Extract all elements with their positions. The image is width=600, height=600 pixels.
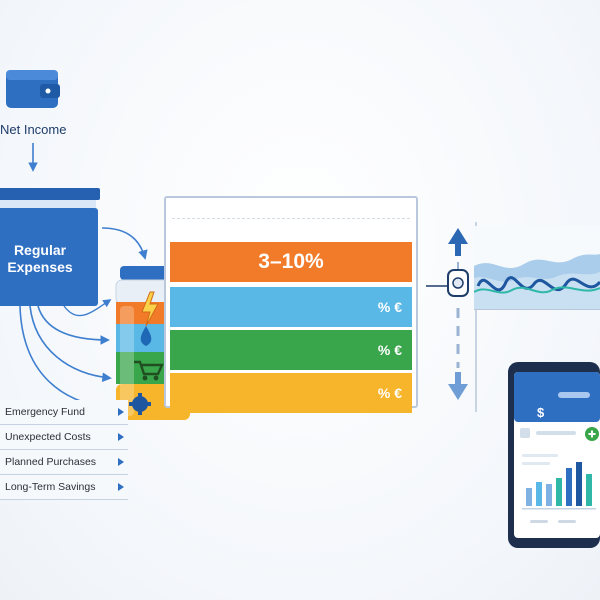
allocation-band-green: % €: [170, 330, 412, 370]
allocation-band-yellow: % €: [170, 373, 412, 413]
net-income-label: Net Income: [0, 122, 67, 137]
plus-icon: [585, 427, 599, 441]
band-value-blue: % €: [377, 299, 402, 315]
phone-currency-symbol: $: [537, 405, 545, 420]
category-item-emergency-fund[interactable]: Emergency Fund: [0, 400, 128, 425]
category-label: Unexpected Costs: [5, 431, 91, 443]
chevron-right-icon: [118, 408, 124, 416]
band-value-green: % €: [377, 342, 402, 358]
vertical-slider[interactable]: [436, 222, 482, 422]
category-item-planned-purchases[interactable]: Planned Purchases: [0, 450, 128, 475]
water-drop-icon: [140, 326, 152, 346]
band-value-yellow: % €: [377, 385, 402, 401]
cart-icon: [134, 360, 164, 381]
category-label: Long-Term Savings: [5, 481, 96, 493]
category-list: Emergency Fund Unexpected Costs Planned …: [0, 400, 128, 500]
wave-chart: [474, 226, 600, 310]
category-label: Planned Purchases: [5, 456, 97, 468]
percentage-band: 3–10%: [170, 242, 412, 282]
regular-expenses-card: [0, 188, 100, 306]
regular-expenses-label: Regular Expenses: [7, 242, 73, 275]
chevron-right-icon: [118, 433, 124, 441]
lightning-icon: [141, 291, 159, 327]
allocation-band-blue: % €: [170, 287, 412, 327]
wallet-icon: [6, 70, 60, 108]
category-label: Emergency Fund: [5, 406, 85, 418]
category-item-unexpected-costs[interactable]: Unexpected Costs: [0, 425, 128, 450]
chevron-right-icon: [118, 483, 124, 491]
category-item-long-term-savings[interactable]: Long-Term Savings: [0, 475, 128, 500]
arrow-up-icon: [448, 228, 468, 256]
arrow-down-icon: [448, 372, 468, 400]
smartphone: [508, 362, 600, 548]
chevron-right-icon: [118, 458, 124, 466]
gear-icon: [129, 393, 151, 415]
band-percentage-text: 3–10%: [258, 250, 324, 273]
